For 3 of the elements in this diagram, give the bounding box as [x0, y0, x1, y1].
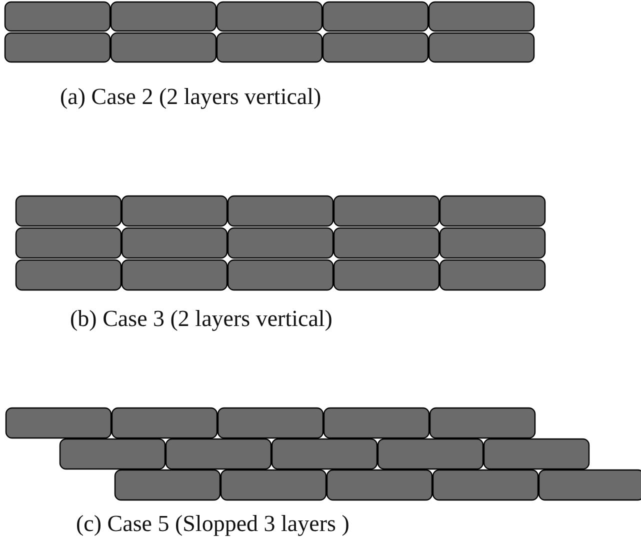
figure-caption: (b) Case 3 (2 layers vertical) [70, 306, 332, 332]
figure-caption: (c) Case 5 (Slopped 3 layers ) [76, 511, 350, 537]
figure-caption: (a) Case 2 (2 layers vertical) [60, 84, 322, 110]
